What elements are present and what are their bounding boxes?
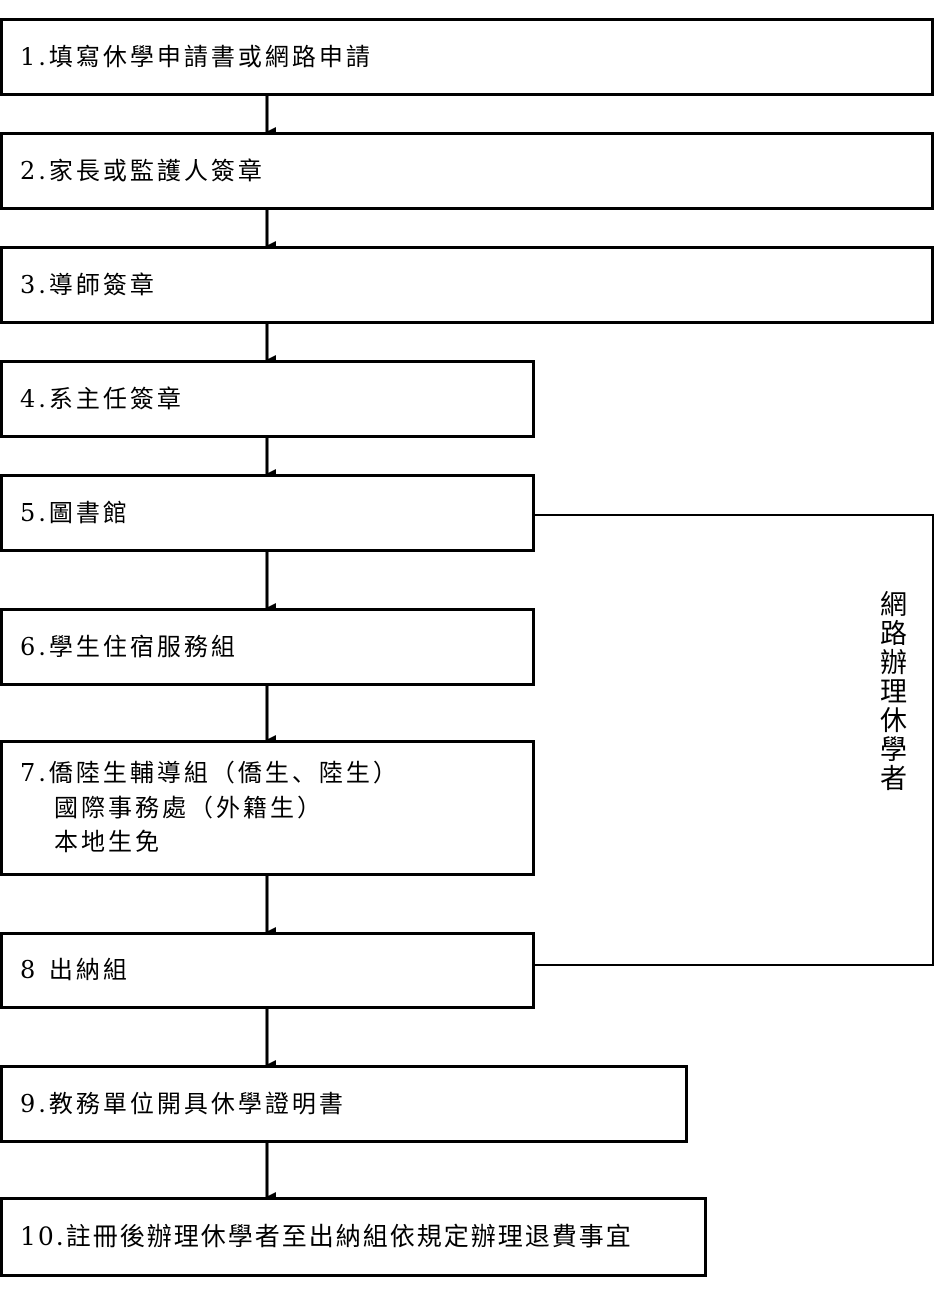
- step-7-box: 7.僑陸生輔導組（僑生、陸生） 國際事務處（外籍生） 本地生免: [0, 740, 535, 876]
- online-bypass-label: 網路辦理休學者: [875, 590, 906, 793]
- step-label: 1.填寫休學申請書或網路申請: [20, 42, 373, 71]
- step-6-box: 6.學生住宿服務組: [0, 608, 535, 686]
- step-4-box: 4.系主任簽章: [0, 360, 535, 438]
- step-1-box: 1.填寫休學申請書或網路申請: [0, 18, 934, 96]
- step-2-box: 2.家長或監護人簽章: [0, 132, 934, 210]
- step-label: 10.註冊後辦理休學者至出納組依規定辦理退費事宜: [20, 1221, 633, 1251]
- online-bypass-line: [534, 514, 934, 966]
- step-3-box: 3.導師簽章: [0, 246, 934, 324]
- step-label: 6.學生住宿服務組: [20, 632, 238, 661]
- step-label: 2.家長或監護人簽章: [20, 156, 265, 185]
- step-9-box: 9.教務單位開具休學證明書: [0, 1065, 688, 1143]
- step-label: 5.圖書館: [20, 498, 130, 527]
- step-label: 3.導師簽章: [20, 270, 157, 299]
- step-label-line-2: 國際事務處（外籍生）: [54, 793, 324, 822]
- step-5-box: 5.圖書館: [0, 474, 535, 552]
- step-label: 8 出納組: [20, 956, 130, 985]
- step-label-line-3: 本地生免: [54, 828, 162, 857]
- step-8-box: 8 出納組: [0, 932, 535, 1009]
- step-label: 4.系主任簽章: [20, 384, 184, 413]
- step-label: 7.僑陸生輔導組（僑生、陸生）: [20, 758, 400, 787]
- step-label: 9.教務單位開具休學證明書: [20, 1089, 346, 1118]
- step-10-box: 10.註冊後辦理休學者至出納組依規定辦理退費事宜: [0, 1197, 707, 1277]
